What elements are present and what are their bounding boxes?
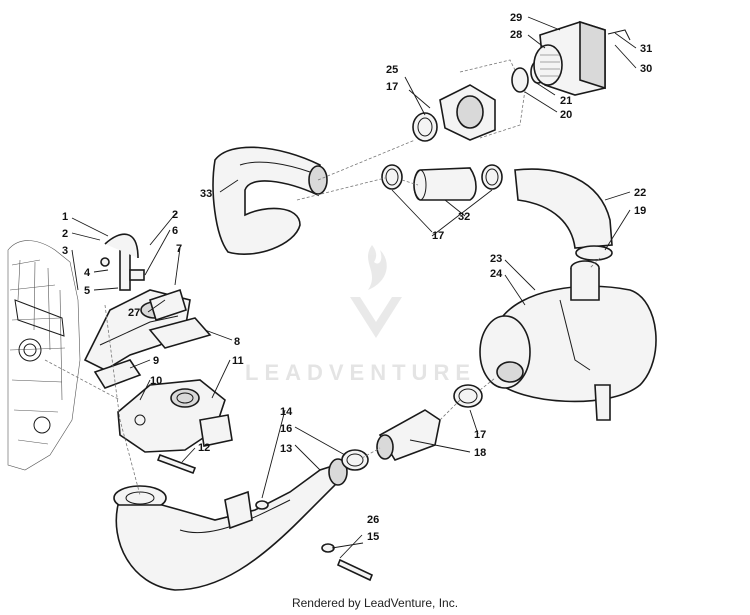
ring-20 [511,67,529,93]
silencer-muffler [479,260,657,421]
callout-29: 29 [510,12,522,24]
clamp-17-left [381,164,403,190]
render-credit: Rendered by LeadVenture, Inc. [291,596,459,610]
leader-lines [71,16,637,559]
callout-4: 4 [84,267,91,279]
callout-19: 19 [634,205,646,217]
callout-31: 31 [640,43,652,55]
bolt-15 [336,558,374,582]
callout-11: 11 [232,355,244,367]
callout-2-right: 2 [172,209,178,221]
expansion-chamber [113,458,348,591]
callout-9: 9 [153,355,159,367]
callout-8: 8 [234,336,240,348]
callout-3: 3 [62,245,68,257]
carburetor-adapter [439,59,526,141]
callout-7: 7 [176,243,182,255]
engine-block [7,240,81,471]
watermark-v-logo-icon [350,297,402,338]
callout-6: 6 [172,225,178,237]
callout-17-lower: 17 [474,429,486,441]
hose-32 [413,167,477,201]
clamp-19 [575,245,613,261]
callout-2-left: 2 [62,228,68,240]
callout-10: 10 [150,375,162,387]
callout-22: 22 [634,187,646,199]
callout-17-top: 17 [386,81,398,93]
tail-pipe-coupler-18 [378,409,441,461]
callout-30: 30 [640,63,652,75]
callout-27: 27 [128,307,140,319]
clamp-17-right [481,164,503,190]
callout-32: 32 [458,211,470,223]
callout-16: 16 [280,423,292,435]
callout-18: 18 [474,447,486,459]
callout-13: 13 [280,443,292,455]
callouts: 1 2 3 4 5 6 2 7 27 8 9 10 11 12 13 14 16… [62,12,652,543]
callout-25: 25 [386,64,398,76]
fastener-31 [607,29,631,41]
callout-26: 26 [367,514,379,526]
callout-20: 20 [560,109,572,121]
gasket-8 [148,317,212,349]
callout-23: 23 [490,253,502,265]
callout-12: 12 [198,442,210,454]
washer-14 [255,500,269,510]
intake-hose-33 [212,146,328,255]
callout-1: 1 [62,211,68,223]
assembly-lines [44,139,601,496]
clamp-25 [412,112,438,142]
callout-33: 33 [200,188,212,200]
callout-14: 14 [280,406,293,418]
callout-15: 15 [367,531,379,543]
callout-5: 5 [84,285,90,297]
clamp-16 [341,449,369,471]
callout-21: 21 [560,95,572,107]
watermark: LEADVENTURE [245,245,476,385]
watermark-flame-icon [368,245,387,290]
callout-17-mid: 17 [432,230,444,242]
gasket-9 [93,359,142,389]
air-silencer-box [533,20,606,96]
callout-28: 28 [510,29,522,41]
elbow-hose-22 [514,168,613,249]
callout-24: 24 [490,268,503,280]
watermark-brand-text: LEADVENTURE [245,360,476,385]
stud-bolt-12 [156,453,197,475]
exhaust-manifold [83,233,191,371]
clamp-17-lower [453,384,483,408]
exhaust-elbow-housing [117,379,233,453]
